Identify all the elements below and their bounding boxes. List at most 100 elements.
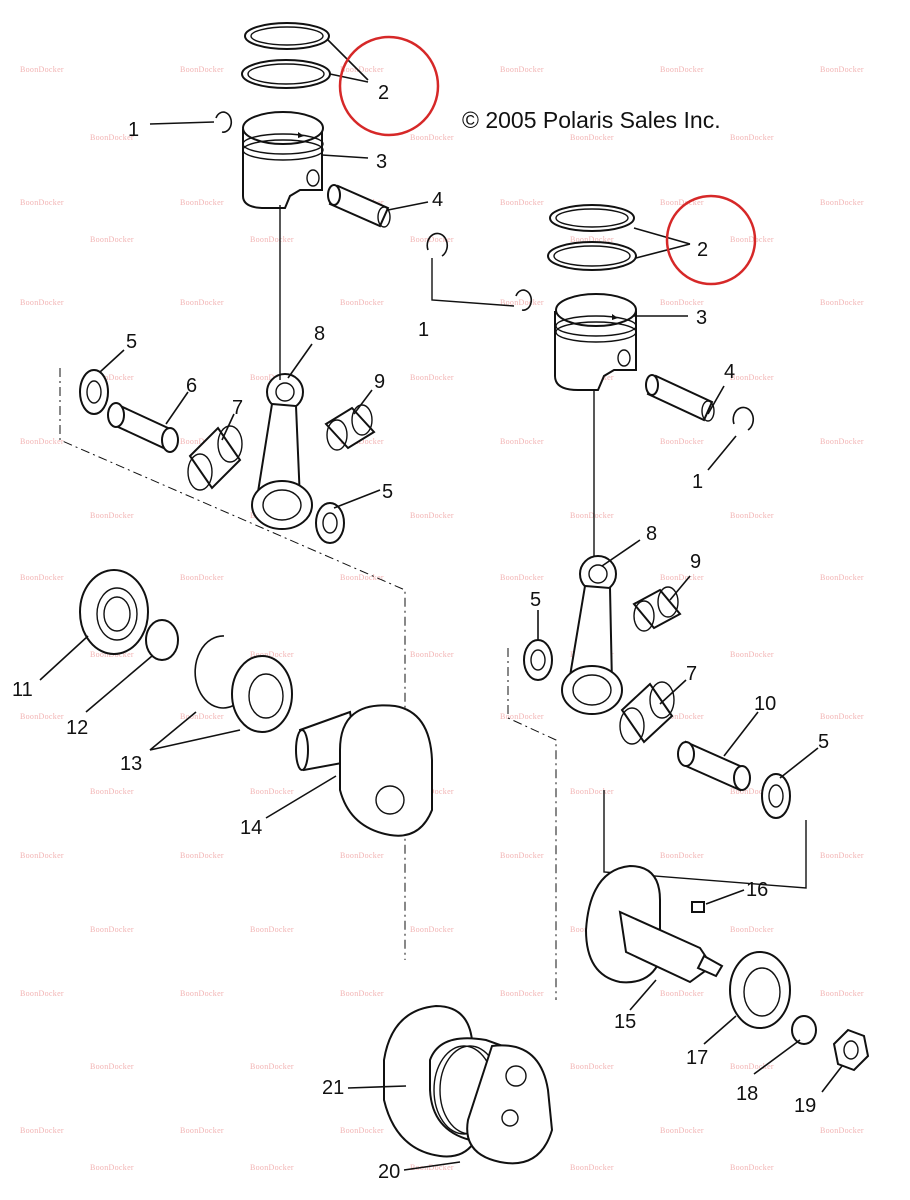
circlip-left-2 (426, 232, 449, 257)
watermark-text: BoonDocker (180, 437, 224, 446)
callout-4: 4 (432, 189, 443, 211)
seal-ring-left (145, 619, 179, 661)
watermark-text: BoonDocker (660, 437, 704, 446)
watermark-text: BoonDocker (250, 1062, 294, 1071)
watermark-text: BoonDocker (730, 133, 774, 142)
watermark-text: BoonDocker (410, 133, 454, 142)
watermark-text: BoonDocker (570, 235, 614, 244)
piston-ring-upper-right (549, 204, 635, 232)
watermark-text: BoonDocker (730, 235, 774, 244)
watermark-text: BoonDocker (820, 712, 864, 721)
callout-8: 8 (646, 523, 657, 545)
callout-2: 2 (378, 82, 389, 104)
callout-3: 3 (376, 151, 387, 173)
watermark-text: BoonDocker (730, 1163, 774, 1172)
watermark-text: BoonDocker (410, 650, 454, 659)
watermark-text: BoonDocker (180, 298, 224, 307)
callout-labels: 2 1 3 4 5 6 7 8 9 5 11 12 13 14 2 1 3 4 … (12, 82, 829, 1183)
watermark-text: BoonDocker (180, 573, 224, 582)
callout-7: 7 (686, 663, 697, 685)
watermark-text: BoonDocker (500, 851, 544, 860)
thrust-washer-left-top (79, 369, 109, 415)
crank-pin-right (677, 740, 751, 792)
thrust-washer-right-bottom (761, 773, 791, 819)
watermark-text: BoonDocker (820, 437, 864, 446)
highlight-circle-right (665, 194, 757, 286)
watermark-text: BoonDocker (90, 511, 134, 520)
watermark-text: BoonDocker (20, 712, 64, 721)
watermark-text: BoonDocker (660, 1126, 704, 1135)
watermark-text: BoonDocker (180, 989, 224, 998)
needle-bearing-large-right (619, 681, 675, 745)
main-bearing-right (729, 951, 791, 1029)
callout-19: 19 (794, 1095, 816, 1117)
callout-10: 10 (754, 693, 776, 715)
watermark-text: BoonDocker (90, 133, 134, 142)
watermark-text: BoonDocker (20, 198, 64, 207)
piston-ring-lower-left (241, 59, 331, 89)
circlip-left (215, 111, 233, 133)
watermark-text: BoonDocker (90, 373, 134, 382)
watermark-text: BoonDocker (340, 1126, 384, 1135)
piston-left (242, 111, 324, 209)
watermark-text: BoonDocker (180, 851, 224, 860)
watermark-text: BoonDocker (570, 1062, 614, 1071)
watermark-text: BoonDocker (820, 198, 864, 207)
watermark-text: BoonDocker (20, 573, 64, 582)
thrust-washer-left-bottom (315, 502, 345, 544)
callout-5: 5 (530, 589, 541, 611)
lock-washer (791, 1015, 817, 1045)
watermark-text: BoonDocker (500, 298, 544, 307)
watermark-text: BoonDocker (340, 989, 384, 998)
center-crankshaft (383, 1004, 554, 1165)
watermark-text: BoonDocker (820, 298, 864, 307)
watermark-text: BoonDocker (340, 437, 384, 446)
watermark-text: BoonDocker (340, 65, 384, 74)
callout-18: 18 (736, 1083, 758, 1105)
circlip-right (515, 289, 533, 311)
watermark-text: BoonDocker (250, 650, 294, 659)
piston-ring-lower-right (547, 241, 637, 271)
watermark-text: BoonDocker (20, 851, 64, 860)
callout-17: 17 (686, 1047, 708, 1069)
callout-9: 9 (374, 371, 385, 393)
watermark-text: BoonDocker (730, 650, 774, 659)
watermark-text: BoonDocker (660, 712, 704, 721)
watermark-text: BoonDocker (500, 198, 544, 207)
callout-5: 5 (126, 331, 137, 353)
highlight-circle-left (338, 35, 440, 137)
callout-1: 1 (418, 319, 429, 341)
main-bearing-left-2 (231, 655, 293, 733)
watermark-text: BoonDocker (20, 1126, 64, 1135)
callout-12: 12 (66, 717, 88, 739)
watermark-text: BoonDocker (250, 925, 294, 934)
watermark-text: BoonDocker (820, 1126, 864, 1135)
thrust-washer-right-top (523, 639, 553, 681)
piston-ring-upper-left (244, 22, 330, 50)
watermark-text: BoonDocker (730, 925, 774, 934)
callout-5: 5 (382, 481, 393, 503)
watermark-text: BoonDocker (340, 298, 384, 307)
crankshaft-half-right (584, 864, 724, 984)
watermark-text: BoonDocker (90, 787, 134, 796)
watermark-text: BoonDocker (660, 851, 704, 860)
callout-7: 7 (232, 397, 243, 419)
watermark-text: BoonDocker (500, 712, 544, 721)
callout-5: 5 (818, 731, 829, 753)
watermark-text: BoonDocker (250, 1163, 294, 1172)
watermark-text: BoonDocker (410, 373, 454, 382)
left-piston-assembly (59, 22, 449, 960)
crank-nut (832, 1028, 870, 1072)
watermark-text: BoonDocker (660, 65, 704, 74)
watermark-text: BoonDocker (250, 373, 294, 382)
watermark-text: BoonDocker (410, 235, 454, 244)
callout-2: 2 (697, 239, 708, 261)
watermark-text: BoonDocker (820, 65, 864, 74)
needle-bearing-small-right (632, 586, 682, 632)
circlip-line (431, 258, 515, 307)
watermark-text: BoonDocker (90, 1163, 134, 1172)
watermark-text: BoonDocker (410, 1163, 454, 1172)
watermark-text: BoonDocker (90, 1062, 134, 1071)
watermark-text: BoonDocker (20, 437, 64, 446)
